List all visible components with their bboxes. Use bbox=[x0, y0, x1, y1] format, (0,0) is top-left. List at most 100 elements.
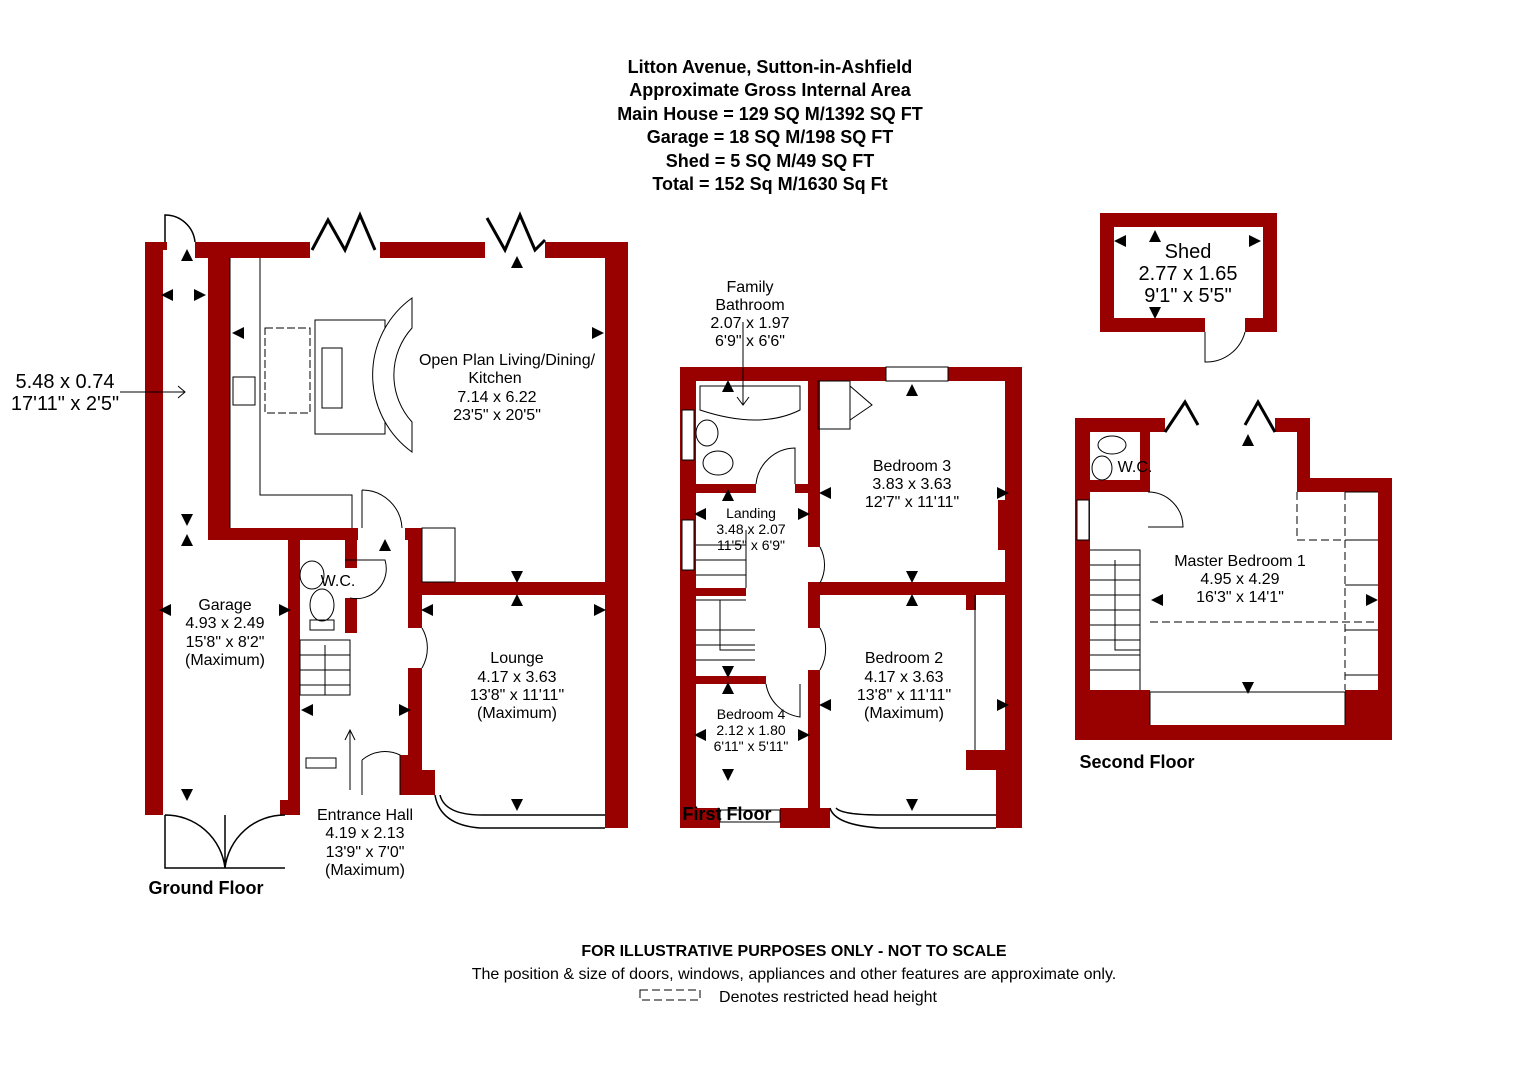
bedroom3-imperial: 12'7" x 11'11" bbox=[865, 494, 959, 511]
lounge-note: (Maximum) bbox=[477, 705, 557, 722]
hall-imperial: 13'9" x 7'0" bbox=[326, 844, 405, 861]
hall-note: (Maximum) bbox=[325, 862, 405, 879]
bathroom-imperial: 6'9" x 6'6" bbox=[715, 333, 785, 350]
hall-metric: 4.19 x 2.13 bbox=[325, 825, 404, 842]
subtitle: Approximate Gross Internal Area bbox=[629, 80, 911, 100]
dimension-arrow-icon bbox=[421, 604, 433, 616]
lounge-name: Lounge bbox=[490, 650, 543, 667]
dimension-arrow-icon bbox=[694, 729, 706, 741]
garage-name: Garage bbox=[198, 597, 251, 614]
dimension-arrow-icon bbox=[722, 380, 734, 392]
garage-metric: 4.93 x 2.49 bbox=[185, 615, 264, 632]
master-name: Master Bedroom 1 bbox=[1174, 553, 1306, 570]
dimension-arrow-icon bbox=[906, 571, 918, 583]
dimension-arrows bbox=[159, 230, 1378, 811]
dimension-arrow-icon bbox=[722, 769, 734, 781]
dimension-arrow-icon bbox=[592, 327, 604, 339]
dimension-arrow-icon bbox=[511, 799, 523, 811]
restricted-height-legend-icon bbox=[639, 989, 701, 1001]
dimension-arrow-icon bbox=[1242, 682, 1254, 694]
dimension-arrow-icon bbox=[722, 682, 734, 694]
dimension-arrow-icon bbox=[798, 508, 810, 520]
dimension-arrow-icon bbox=[511, 594, 523, 606]
wc-ground-name: W.C. bbox=[321, 573, 356, 590]
bathroom-name-1: Family bbox=[726, 279, 773, 296]
dimension-arrow-icon bbox=[1149, 307, 1161, 319]
side-passage-metric: 5.48 x 0.74 bbox=[16, 371, 115, 393]
landing-imperial: 11'5" x 6'9" bbox=[717, 537, 785, 553]
total-area: Total = 152 Sq M/1630 Sq Ft bbox=[652, 174, 887, 194]
dimension-arrow-icon bbox=[819, 699, 831, 711]
dimension-arrow-icon bbox=[997, 699, 1009, 711]
kitchen-name-2: Kitchen bbox=[468, 370, 521, 387]
bedroom4-imperial: 6'11" x 5'11" bbox=[714, 738, 789, 754]
landing-name: Landing bbox=[726, 505, 776, 521]
ground-floor bbox=[120, 211, 628, 869]
wc-second-name: W.C. bbox=[1118, 459, 1153, 476]
ground-floor-label: Ground Floor bbox=[149, 878, 264, 898]
bedroom2-imperial: 13'8" x 11'11" bbox=[857, 687, 951, 704]
bedroom3-metric: 3.83 x 3.63 bbox=[872, 476, 951, 493]
kitchen-imperial: 23'5" x 20'5" bbox=[453, 407, 541, 424]
kitchen-name-1: Open Plan Living/Dining/ bbox=[419, 352, 596, 369]
footer-note: The position & size of doors, windows, a… bbox=[472, 966, 1117, 983]
main-house-area: Main House = 129 SQ M/1392 SQ FT bbox=[617, 104, 923, 124]
dimension-arrow-icon bbox=[722, 489, 734, 501]
first-floor-label: First Floor bbox=[683, 804, 772, 824]
dimension-arrow-icon bbox=[1366, 594, 1378, 606]
dimension-arrow-icon bbox=[181, 789, 193, 801]
dimension-arrow-icon bbox=[232, 327, 244, 339]
landing-metric: 3.48 x 2.07 bbox=[716, 521, 785, 537]
dimension-arrow-icon bbox=[819, 487, 831, 499]
dimension-arrow-icon bbox=[906, 384, 918, 396]
kitchen-metric: 7.14 x 6.22 bbox=[457, 389, 536, 406]
lounge-imperial: 13'8" x 11'11" bbox=[470, 687, 564, 704]
shed bbox=[1100, 213, 1277, 363]
dimension-arrow-icon bbox=[722, 666, 734, 678]
dimension-arrow-icon bbox=[1149, 230, 1161, 242]
dimension-arrow-icon bbox=[1249, 235, 1261, 247]
dimension-arrow-icon bbox=[1242, 434, 1254, 446]
dimension-arrow-icon bbox=[399, 704, 411, 716]
shed-imperial: 9'1" x 5'5" bbox=[1144, 285, 1231, 307]
dimension-arrow-icon bbox=[511, 571, 523, 583]
first-floor bbox=[680, 322, 1022, 829]
shed-metric: 2.77 x 1.65 bbox=[1139, 263, 1238, 285]
second-floor-label: Second Floor bbox=[1079, 752, 1194, 772]
garage-note: (Maximum) bbox=[185, 652, 265, 669]
bedroom2-name: Bedroom 2 bbox=[865, 650, 943, 667]
dimension-arrow-icon bbox=[997, 487, 1009, 499]
bedroom4-name: Bedroom 4 bbox=[717, 706, 786, 722]
dimension-arrow-icon bbox=[301, 704, 313, 716]
dimension-arrow-icon bbox=[181, 534, 193, 546]
bedroom3-name: Bedroom 3 bbox=[873, 458, 951, 475]
title: Litton Avenue, Sutton-in-Ashfield bbox=[628, 57, 913, 77]
dimension-arrow-icon bbox=[594, 604, 606, 616]
bedroom2-note: (Maximum) bbox=[864, 705, 944, 722]
room-labels: 5.48 x 0.74 17'11" x 2'5" Open Plan Livi… bbox=[11, 241, 1306, 879]
bedroom4-metric: 2.12 x 1.80 bbox=[716, 722, 785, 738]
master-metric: 4.95 x 4.29 bbox=[1200, 571, 1279, 588]
bathroom-name-2: Bathroom bbox=[715, 297, 784, 314]
dimension-arrow-icon bbox=[906, 594, 918, 606]
dimension-arrow-icon bbox=[181, 249, 193, 261]
dimension-arrow-icon bbox=[181, 514, 193, 526]
disclaimer: FOR ILLUSTRATIVE PURPOSES ONLY - NOT TO … bbox=[581, 943, 1007, 960]
dimension-arrow-icon bbox=[279, 604, 291, 616]
hall-name: Entrance Hall bbox=[317, 807, 413, 824]
side-passage-imperial: 17'11" x 2'5" bbox=[11, 393, 119, 415]
shed-name: Shed bbox=[1165, 241, 1212, 263]
dimension-arrow-icon bbox=[906, 799, 918, 811]
header: Litton Avenue, Sutton-in-Ashfield Approx… bbox=[617, 57, 923, 194]
dimension-arrow-icon bbox=[379, 539, 391, 551]
dimension-arrow-icon bbox=[194, 289, 206, 301]
dimension-arrow-icon bbox=[1114, 235, 1126, 247]
garage-imperial: 15'8" x 8'2" bbox=[186, 634, 265, 651]
dimension-arrow-icon bbox=[159, 604, 171, 616]
second-floor bbox=[1075, 398, 1392, 740]
lounge-metric: 4.17 x 3.63 bbox=[477, 669, 556, 686]
dimension-arrow-icon bbox=[694, 508, 706, 520]
master-imperial: 16'3" x 14'1" bbox=[1196, 589, 1284, 606]
